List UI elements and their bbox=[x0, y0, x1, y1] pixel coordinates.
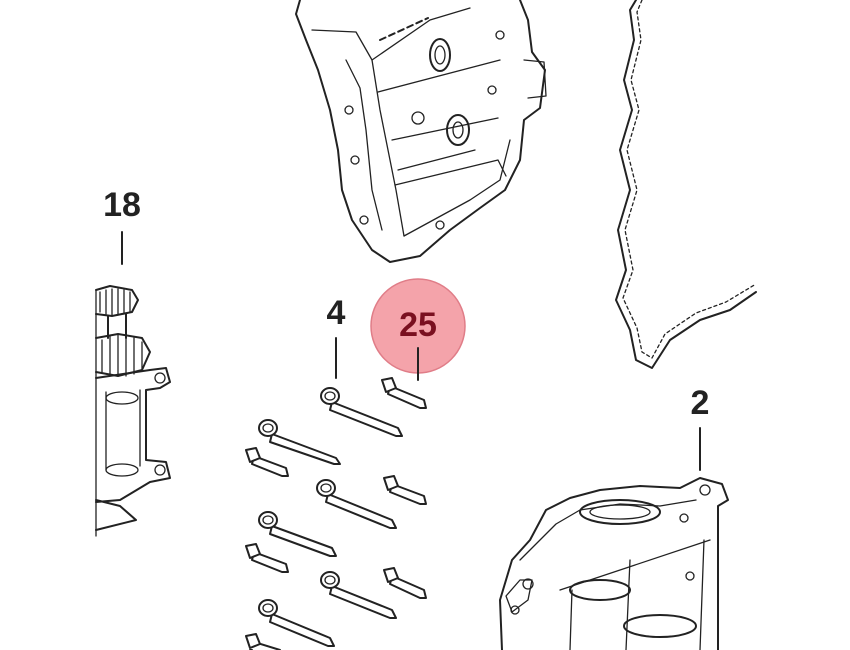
long-bolt[interactable] bbox=[320, 571, 397, 619]
gear-shaft-assembly[interactable] bbox=[95, 285, 171, 537]
short-bolt[interactable] bbox=[383, 475, 427, 505]
short-bolt[interactable] bbox=[381, 377, 427, 409]
gasket[interactable] bbox=[615, 0, 757, 369]
long-bolt[interactable] bbox=[258, 511, 337, 557]
short-bolt[interactable] bbox=[245, 543, 289, 573]
callout-4[interactable]: 4 bbox=[327, 294, 346, 379]
callout-2[interactable]: 2 bbox=[691, 384, 710, 471]
long-bolt[interactable] bbox=[316, 479, 397, 529]
callout-2-label: 2 bbox=[691, 384, 710, 422]
short-bolt[interactable] bbox=[245, 447, 289, 477]
long-bolt[interactable] bbox=[258, 419, 341, 465]
cover-plate[interactable] bbox=[295, 0, 547, 263]
block-assembly[interactable] bbox=[499, 477, 729, 650]
callout-18[interactable]: 18 bbox=[103, 186, 141, 265]
long-bolt[interactable] bbox=[320, 387, 403, 437]
callout-25-highlighted[interactable]: 25 bbox=[370, 278, 466, 381]
callout-4-label: 4 bbox=[327, 294, 346, 332]
callout-18-label: 18 bbox=[103, 186, 141, 224]
long-bolt[interactable] bbox=[258, 599, 335, 647]
short-bolt[interactable] bbox=[383, 567, 427, 599]
callout-25-label: 25 bbox=[399, 306, 437, 344]
short-bolt[interactable] bbox=[245, 633, 281, 650]
